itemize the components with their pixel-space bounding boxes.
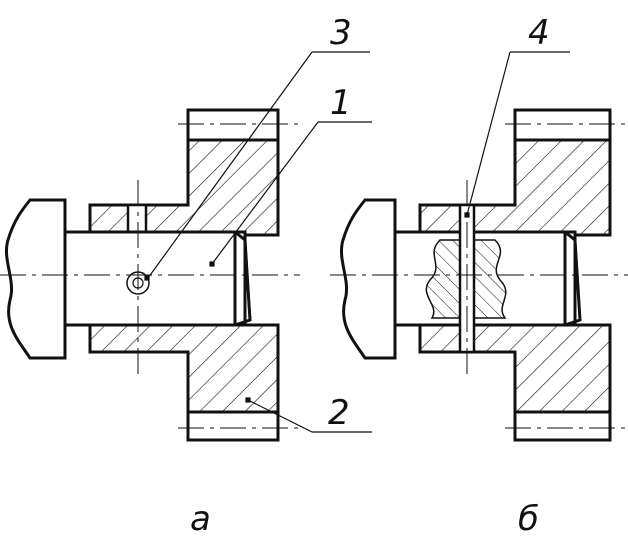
caption-b: б xyxy=(518,499,539,539)
assembly-b xyxy=(330,108,628,442)
flange-top-strip-b xyxy=(513,108,612,142)
pin-slot-a xyxy=(126,203,148,234)
caption-a: а xyxy=(190,499,211,539)
shaft-body-a xyxy=(63,230,247,327)
flange-bottom-strip-b xyxy=(513,410,612,442)
shaft-head-a xyxy=(5,198,67,360)
callout-4: 4 xyxy=(528,13,550,53)
shaft-head-b xyxy=(340,198,397,360)
callout-3: 3 xyxy=(330,13,352,53)
callout-1: 1 xyxy=(330,83,352,123)
assembly-a xyxy=(0,108,300,442)
callout-2: 2 xyxy=(328,393,350,433)
flange-top-strip-a xyxy=(186,108,280,142)
shaft-end-a xyxy=(234,230,252,327)
flange-bottom-strip-a xyxy=(186,410,280,442)
leaders xyxy=(144,51,570,433)
